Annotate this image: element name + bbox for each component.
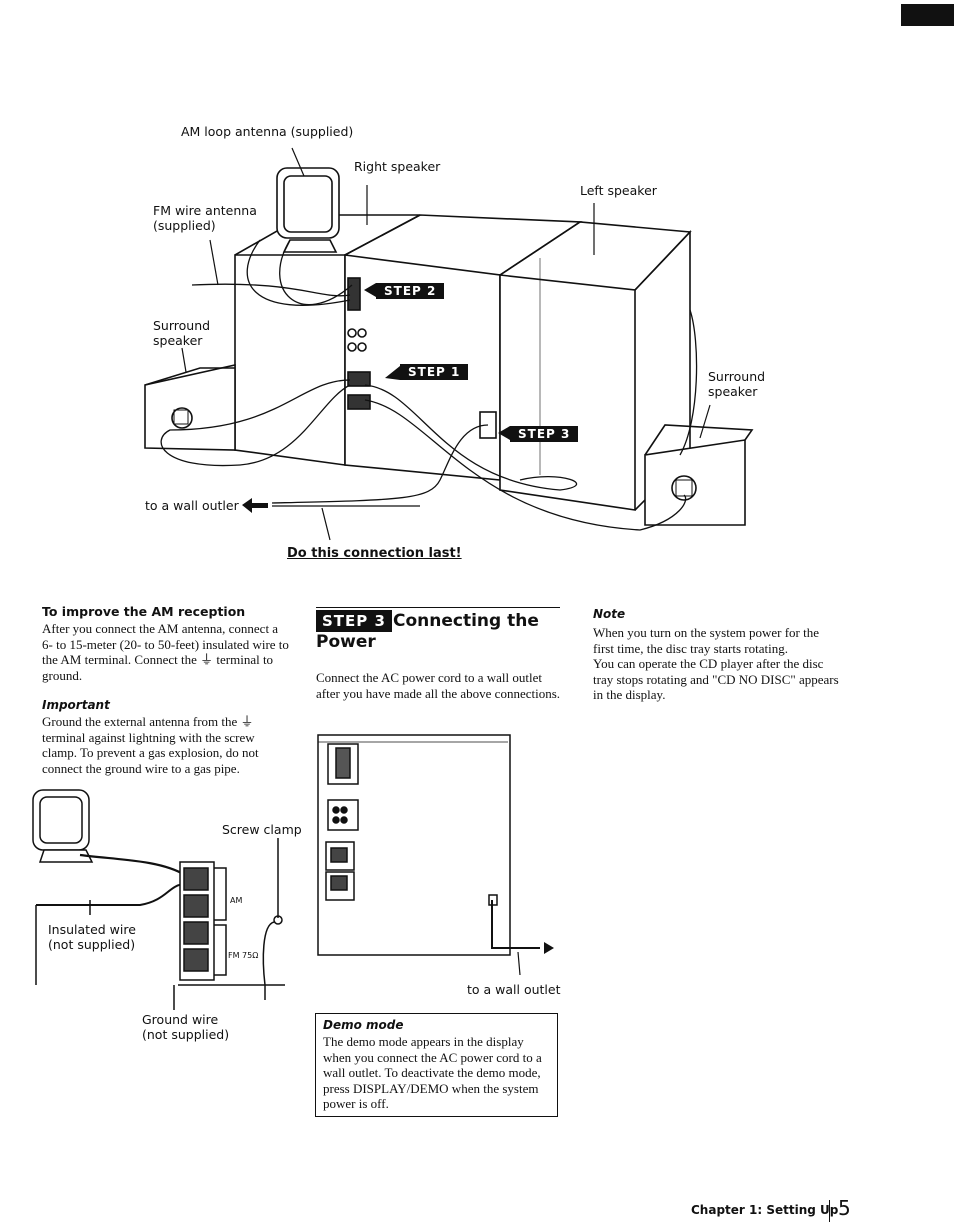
fm-wire-antenna-label: FM wire antenna (supplied)	[153, 203, 257, 233]
do-this-last-label: Do this connection last!	[287, 546, 462, 561]
section-title-line2: Power	[316, 632, 376, 652]
connection-diagram	[144, 147, 754, 541]
insulated-wire-label: Insulated wire (not supplied)	[48, 922, 136, 952]
footer-divider	[829, 1200, 830, 1222]
step3-badge: STEP 3	[510, 426, 579, 442]
chapter-label: Chapter 1: Setting Up	[691, 1203, 839, 1217]
wall-outlet-label: to a wall outler	[145, 498, 239, 513]
left-speaker-label: Left speaker	[580, 183, 657, 198]
am-reception-heading: To improve the AM reception	[42, 604, 246, 619]
fm-terminal-label: FM 75Ω	[228, 951, 259, 960]
right-speaker-label: Right speaker	[354, 159, 441, 174]
section-title-line1: Connecting the	[393, 611, 539, 631]
surround-speaker-left-label: Surround speaker	[153, 318, 211, 348]
ground-wire-label: Ground wire (not supplied)	[142, 1012, 230, 1042]
power-wall-outlet-label: to a wall outlet	[467, 982, 561, 997]
important-text: Ground the external antenna from the ⏚ t…	[42, 714, 259, 776]
page-number: 5	[838, 1196, 851, 1220]
corner-tab	[901, 4, 954, 26]
important-heading: Important	[42, 698, 110, 712]
section-paragraph: Connect the AC power cord to a wall outl…	[316, 670, 561, 701]
note-heading: Note	[593, 607, 626, 621]
step2-badge: STEP 2	[376, 283, 445, 299]
step3-section-badge: STEP 3	[316, 610, 392, 632]
am-loop-antenna-label: AM loop antenna (supplied)	[181, 124, 354, 139]
demo-mode-text: The demo mode appears in the display whe…	[323, 1034, 542, 1111]
screw-clamp-label: Screw clamp	[222, 822, 302, 837]
demo-mode-box: Demo mode The demo mode appears in the d…	[315, 1013, 558, 1117]
section-rule	[316, 607, 560, 608]
am-reception-paragraph: After you connect the AM antenna, connec…	[42, 621, 289, 683]
surround-speaker-right-label: Surround speaker	[708, 369, 766, 399]
note-text: When you turn on the system power for th…	[593, 625, 839, 702]
demo-mode-heading: Demo mode	[323, 1018, 404, 1032]
step1-badge: STEP 1	[400, 364, 469, 380]
am-terminal-label: AM	[230, 896, 243, 905]
